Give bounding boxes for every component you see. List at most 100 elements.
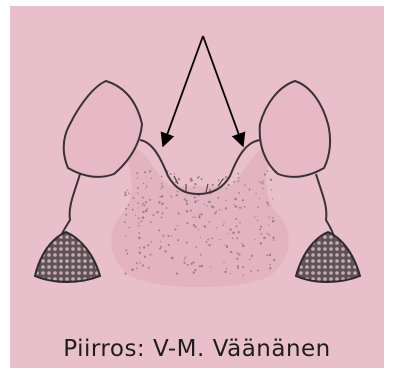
stipple-dot xyxy=(141,220,143,222)
stipple-dot xyxy=(190,178,193,181)
stipple-dot xyxy=(251,255,253,257)
stipple-dot xyxy=(238,254,240,256)
stipple-dot xyxy=(239,222,241,224)
stipple-dot xyxy=(150,221,152,223)
stipple-dot xyxy=(194,269,196,271)
stipple-dot xyxy=(272,237,274,239)
stipple-dot xyxy=(199,265,201,267)
stipple-dot xyxy=(127,253,128,254)
stipple-dot xyxy=(249,189,251,191)
stipple-dot xyxy=(216,211,217,212)
stipple-dot xyxy=(237,267,239,269)
stipple-dot xyxy=(125,214,127,216)
stipple-dot xyxy=(161,183,163,185)
stipple-dot xyxy=(151,178,152,179)
stipple-dot xyxy=(219,209,221,211)
anatomical-sketch xyxy=(10,6,384,368)
stipple-dot xyxy=(146,186,148,188)
stipple-dot xyxy=(177,191,179,193)
stipple-dot xyxy=(200,254,202,256)
stipple-dot xyxy=(224,244,225,245)
stipple-dot xyxy=(166,207,168,209)
stipple-dot xyxy=(196,246,198,248)
stipple-dot xyxy=(124,191,126,193)
stipple-dot xyxy=(272,220,275,223)
stipple-dot xyxy=(260,233,262,235)
stipple-dot xyxy=(232,232,235,235)
stipple-dot xyxy=(195,226,197,228)
stipple-dot xyxy=(270,179,272,181)
stipple-dot xyxy=(267,233,268,234)
stipple-dot xyxy=(161,202,164,205)
stipple-dot xyxy=(250,270,252,272)
stipple-dot xyxy=(216,227,217,228)
stipple-dot xyxy=(176,194,178,196)
stipple-dot xyxy=(207,239,209,241)
stipple-dot xyxy=(218,179,220,181)
stipple-dot xyxy=(255,193,256,194)
stipple-dot xyxy=(145,209,148,212)
stipple-dot xyxy=(186,222,188,224)
stipple-dot xyxy=(261,182,263,184)
stipple-dot xyxy=(238,231,240,233)
stipple-dot xyxy=(171,235,172,236)
stipple-dot xyxy=(159,196,161,198)
stipple-dot xyxy=(235,218,237,220)
stipple-dot xyxy=(143,183,144,184)
stipple-dot xyxy=(255,239,256,240)
stipple-dot xyxy=(187,264,189,266)
stipple-dot xyxy=(168,244,170,246)
stipple-dot xyxy=(193,271,195,273)
stipple-dot xyxy=(186,210,188,212)
stipple-dot xyxy=(260,242,262,244)
stipple-dot xyxy=(271,189,272,190)
stipple-dot xyxy=(176,272,178,274)
stipple-dot xyxy=(226,268,227,269)
stipple-dot xyxy=(230,251,232,253)
stipple-dot xyxy=(161,195,164,198)
stipple-dot xyxy=(190,263,192,265)
stipple-dot xyxy=(206,241,208,243)
stipple-dot xyxy=(190,210,192,212)
stipple-dot xyxy=(232,237,234,239)
stipple-dot xyxy=(163,235,164,236)
stipple-dot xyxy=(138,207,139,208)
stipple-dot xyxy=(161,188,162,189)
stipple-dot xyxy=(160,246,162,248)
stipple-dot xyxy=(237,252,239,254)
stipple-dot xyxy=(269,267,271,269)
stipple-dot xyxy=(228,184,230,186)
stipple-dot xyxy=(224,271,226,273)
stipple-dot xyxy=(259,198,260,199)
stipple-dot xyxy=(226,188,227,189)
stipple-dot xyxy=(147,208,149,210)
stipple-dot xyxy=(142,203,144,205)
stipple-dot xyxy=(138,232,140,234)
stipple-dot xyxy=(229,229,231,231)
stipple-dot xyxy=(139,262,141,264)
stipple-dot xyxy=(220,239,221,240)
stipple-dot xyxy=(135,214,136,215)
stipple-dot xyxy=(210,201,211,202)
stipple-dot xyxy=(141,205,142,206)
stipple-dot xyxy=(148,267,150,269)
stipple-dot xyxy=(136,268,138,270)
stipple-dot xyxy=(178,178,180,180)
stipple-dot xyxy=(170,173,172,175)
stipple-dot xyxy=(223,222,224,223)
stipple-dot xyxy=(131,268,134,271)
stipple-dot xyxy=(233,204,234,205)
stipple-dot xyxy=(147,244,149,246)
stipple-dot xyxy=(170,196,172,198)
stipple-dot xyxy=(158,211,159,212)
stipple-dot xyxy=(193,224,195,226)
stipple-dot xyxy=(152,214,154,216)
stipple-dot xyxy=(185,257,187,259)
stipple-dot xyxy=(237,173,239,175)
stipple-dot xyxy=(183,262,185,264)
stipple-dot xyxy=(268,217,269,218)
stipple-dot xyxy=(210,266,211,267)
stipple-dot xyxy=(164,250,166,252)
stipple-dot xyxy=(129,227,131,229)
stipple-dot xyxy=(194,200,197,203)
